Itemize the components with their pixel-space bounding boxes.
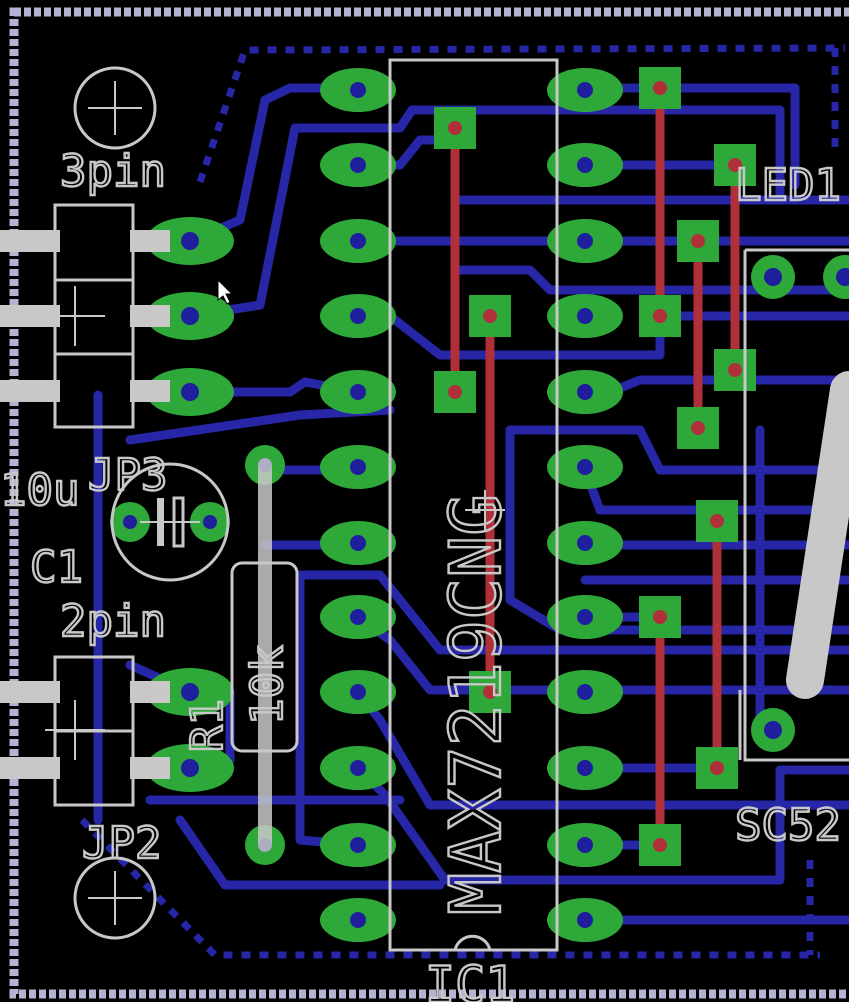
via-pad — [696, 500, 738, 542]
sc52-ref-label: SC52 — [735, 800, 841, 851]
header-pad — [146, 292, 234, 340]
ic1-pad — [547, 670, 623, 714]
c1-symbol — [157, 496, 185, 548]
ic1-pad — [547, 370, 623, 414]
via-pad — [714, 349, 756, 391]
ic1-pad — [320, 898, 396, 942]
via-pad — [714, 144, 756, 186]
ic1-pad — [547, 823, 623, 867]
ic1-pad — [320, 823, 396, 867]
via-pad — [639, 596, 681, 638]
ic1-pad — [547, 219, 623, 263]
via-pad — [677, 220, 719, 262]
ic1-pad — [547, 746, 623, 790]
ic1-pad — [320, 521, 396, 565]
header-pad — [146, 217, 234, 265]
c1-value-label: 10u — [0, 465, 79, 516]
header-pin-stubs — [0, 230, 170, 779]
ic1-pad — [547, 143, 623, 187]
via-pad — [434, 107, 476, 149]
r1-value-label: 10k — [242, 646, 293, 725]
led1-ref-label: LED1 — [735, 160, 841, 211]
ic1-pad — [320, 68, 396, 112]
ic1-pad — [547, 294, 623, 338]
c1-ref-label: C1 — [30, 542, 83, 593]
ic1-pad — [320, 294, 396, 338]
ic1-part-label: MAX7219CNG — [435, 494, 517, 915]
square-pads — [434, 67, 756, 866]
ic1-pad — [320, 370, 396, 414]
ic1-pad — [320, 445, 396, 489]
jp2-pin-label: 2pin — [60, 596, 166, 647]
ic1-pad — [320, 746, 396, 790]
jp3-pin-label: 3pin — [60, 146, 166, 197]
via-pad — [677, 407, 719, 449]
via-pad — [639, 67, 681, 109]
ic1-pad — [547, 898, 623, 942]
sc52-segment — [786, 371, 849, 699]
ic1-pad — [320, 143, 396, 187]
via-pad — [696, 747, 738, 789]
via-pad — [434, 371, 476, 413]
header-pad — [146, 744, 234, 792]
ic1-pad — [547, 521, 623, 565]
ic1-pad — [320, 219, 396, 263]
via-pad — [639, 295, 681, 337]
ic1-pad — [320, 595, 396, 639]
ic1-pads — [320, 68, 623, 942]
board-outline — [9, 7, 849, 999]
ic1-ref-label: IC1 — [425, 956, 515, 1002]
ic1-pad — [320, 670, 396, 714]
top-traces — [450, 83, 740, 850]
jp3-ref-label: JP3 — [88, 450, 167, 501]
ic1-pad — [547, 68, 623, 112]
jp2-ref-label: JP2 — [82, 818, 161, 869]
via-pad — [469, 671, 511, 713]
mouse-cursor-icon — [217, 278, 234, 305]
ic1-pad — [547, 445, 623, 489]
via-pad — [469, 295, 511, 337]
ic1-pad — [547, 595, 623, 639]
header-pad — [146, 668, 234, 716]
header-pads — [146, 217, 234, 792]
via-pad — [639, 824, 681, 866]
silkscreen-crosshairs — [45, 81, 505, 925]
ground-pour-outline — [79, 44, 846, 959]
r1-ref-label: R1 — [182, 699, 233, 752]
